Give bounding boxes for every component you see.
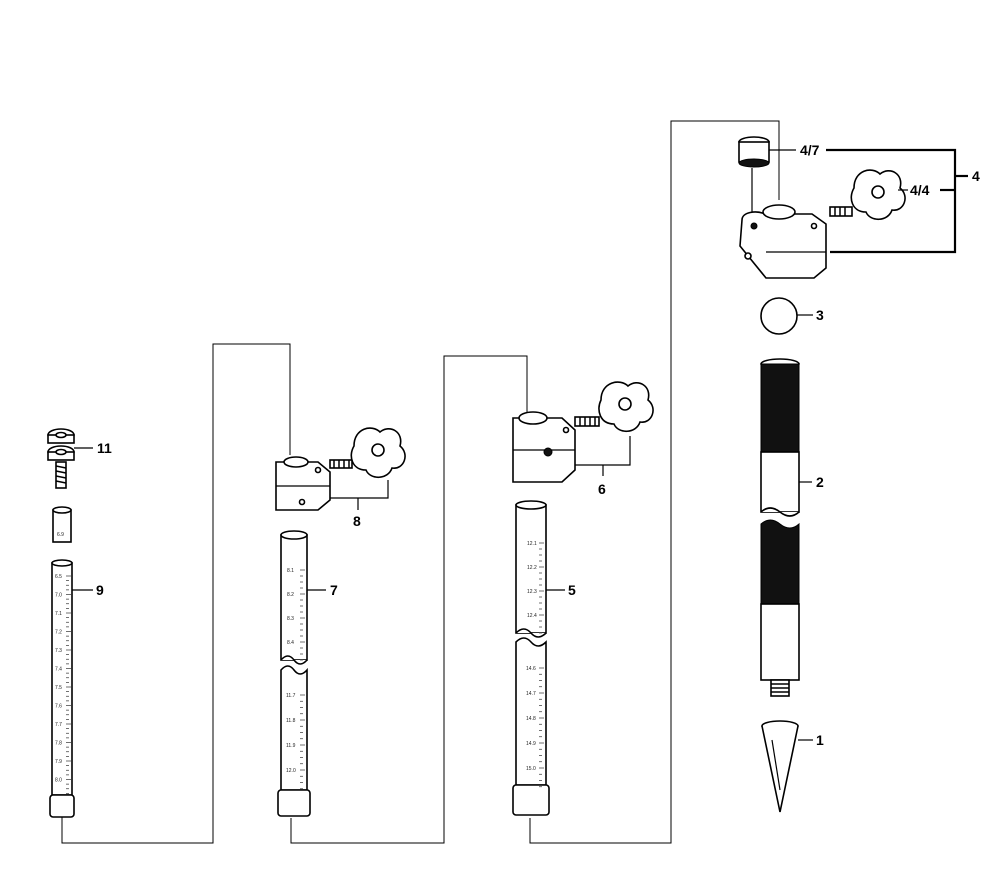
scale-label: 11.8 bbox=[286, 718, 296, 724]
scale-label: 8.3 bbox=[287, 616, 294, 622]
part-4-head-clamp bbox=[739, 169, 906, 279]
scale-label: 7.6 bbox=[55, 704, 62, 710]
scale-label: 7.8 bbox=[55, 741, 62, 747]
scale-label: 8.4 bbox=[287, 640, 294, 646]
callout-5: 5 bbox=[568, 582, 576, 598]
callout-labels: 11 9 8 7 6 5 2 1 3 4/7 4/4 4 bbox=[96, 142, 980, 748]
part-1-spike bbox=[761, 720, 799, 813]
scale-label: 12.2 bbox=[527, 565, 537, 571]
rod5-scale-labels: 12.1 12.2 12.3 12.4 14.6 14.7 14.8 14.9 15.0 bbox=[526, 541, 544, 788]
scale-label: 12.3 bbox=[527, 589, 537, 595]
callout-4: 4 bbox=[972, 168, 980, 184]
rod9-sleeve-scale: 6.9 bbox=[57, 532, 64, 538]
scale-label: 8.0 bbox=[55, 778, 62, 784]
callout-1: 1 bbox=[816, 732, 824, 748]
scale-label: 7.0 bbox=[55, 593, 62, 599]
callout-6: 6 bbox=[598, 481, 606, 497]
assembly-routing-lines bbox=[61, 120, 780, 844]
scale-label: 12.0 bbox=[286, 768, 296, 774]
part-3-ball bbox=[760, 297, 798, 335]
callout-2: 2 bbox=[816, 474, 824, 490]
rod9-scale-labels: 6.5 7.0 7.1 7.2 7.3 7.4 7.5 7.6 7.7 7.8 7.9 8.0 bbox=[55, 574, 71, 794]
callout-7: 7 bbox=[330, 582, 338, 598]
scale-label: 7.3 bbox=[55, 648, 62, 654]
scale-label: 7.7 bbox=[55, 722, 62, 728]
scale-label: 7.9 bbox=[55, 759, 62, 765]
callout-4-7: 4/7 bbox=[800, 142, 820, 158]
scale-label: 7.5 bbox=[55, 685, 62, 691]
callout-11: 11 bbox=[97, 440, 112, 456]
part-8-clamp-assembly bbox=[275, 427, 406, 511]
scale-label: 12.4 bbox=[527, 613, 537, 619]
scale-label: 14.8 bbox=[526, 716, 536, 722]
callout-8: 8 bbox=[353, 513, 361, 529]
part-4-7-cap bbox=[738, 136, 770, 216]
scale-label: 14.6 bbox=[526, 666, 536, 672]
part-9-measuring-rod: 6.5 7.0 7.1 7.2 7.3 7.4 7.5 7.6 7.7 7.8 7.9 8.0 bbox=[49, 559, 75, 818]
scale-label: 7.2 bbox=[55, 630, 62, 636]
callout-9: 9 bbox=[96, 582, 104, 598]
scale-label: 7.4 bbox=[55, 667, 62, 673]
callout-3: 3 bbox=[816, 307, 824, 323]
part-4-assembly-bracket bbox=[826, 148, 968, 254]
part-7-measuring-rod: 8.1 8.2 8.3 8.4 11.7 11.8 11.9 12.0 bbox=[277, 530, 311, 817]
part-2-threaded-rod bbox=[760, 358, 800, 697]
scale-label: 8.2 bbox=[287, 592, 294, 598]
scale-label: 14.7 bbox=[526, 691, 536, 697]
callout-4-4: 4/4 bbox=[910, 182, 930, 198]
leader-lines bbox=[72, 149, 908, 741]
scale-label: 14.9 bbox=[526, 741, 536, 747]
scale-label: 12.1 bbox=[527, 541, 537, 547]
part-6-clamp-assembly bbox=[512, 381, 654, 483]
scale-label: 11.7 bbox=[286, 693, 296, 699]
scale-label: 7.1 bbox=[55, 611, 62, 617]
scale-label: 15.0 bbox=[526, 766, 536, 772]
rod7-scale-labels: 8.1 8.2 8.3 8.4 11.7 11.8 11.9 12.0 bbox=[286, 568, 305, 790]
part-11-nut-washer-stack bbox=[47, 428, 75, 489]
part-5-measuring-rod: 12.1 12.2 12.3 12.4 14.6 14.7 14.8 14.9 15.0 bbox=[512, 500, 550, 816]
part-9-top-sleeve: 6.9 bbox=[52, 506, 72, 543]
scale-label: 8.1 bbox=[287, 568, 294, 574]
scale-label: 11.9 bbox=[286, 743, 296, 749]
scale-label: 6.5 bbox=[55, 574, 62, 580]
